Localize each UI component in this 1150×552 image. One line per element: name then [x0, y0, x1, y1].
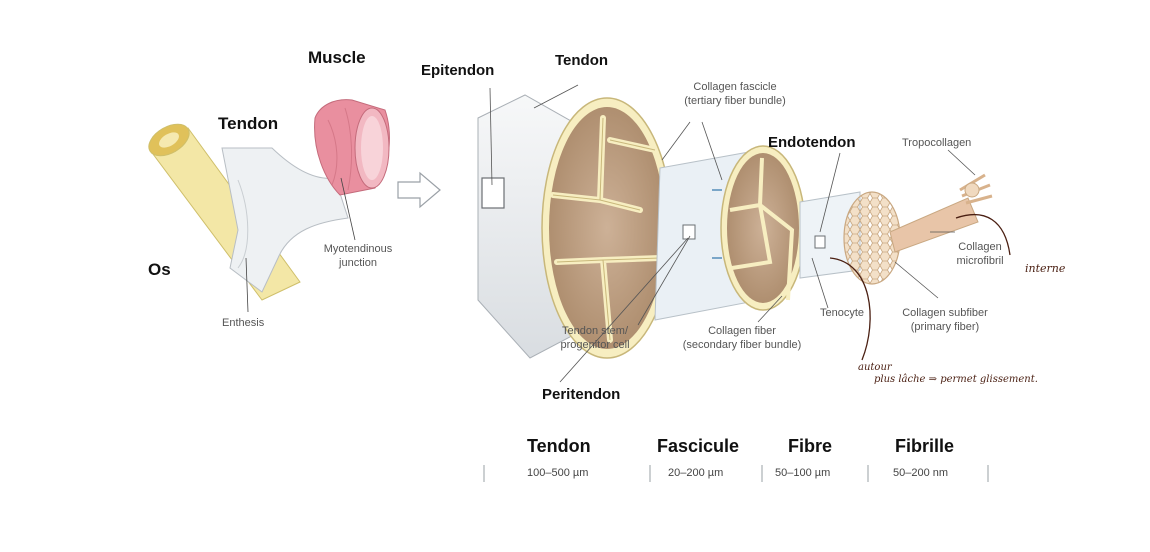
stem-cell-patch [682, 224, 696, 240]
epitendon-label: Epitendon [421, 62, 495, 79]
handwritten-arrow-autour [829, 257, 871, 361]
endotendon-label: Endotendon [768, 134, 856, 151]
muscle-illustration [314, 99, 390, 196]
subfiber-label: Collagen subfiber (primary fiber) [902, 307, 988, 333]
muscle-label: Muscle [308, 48, 366, 67]
tendon-left-label: Tendon [218, 114, 279, 133]
tendon-illustration [221, 147, 349, 293]
scale-size-tendon: 100–500 µm [527, 467, 589, 479]
enthesis-label: Enthesis [222, 317, 265, 329]
fibril-illustration [889, 173, 993, 253]
tropocollagen-label: Tropocollagen [902, 137, 972, 149]
scale-size-fascicule: 20–200 µm [668, 467, 724, 479]
scale-header-fibre: Fibre [788, 436, 833, 456]
handwritten-interne: interne [1025, 262, 1066, 275]
fascicle-label: Collagen fascicle (tertiary fiber bundle… [684, 81, 786, 107]
peritendon-label: Peritendon [542, 386, 621, 403]
collagen-fiber-label: Collagen fiber (secondary fiber bundle) [682, 325, 802, 351]
scale-header-fascicule: Fascicule [657, 436, 740, 456]
handwritten-autour: autour [858, 362, 892, 373]
handwritten-arrow-interne [955, 213, 1011, 256]
microfibril-label: Collagen microfibril [956, 241, 1004, 267]
fascicle-section [720, 145, 806, 311]
scale-size-fibre: 50–100 µm [775, 467, 831, 479]
scale-header-tendon: Tendon [527, 436, 591, 456]
scale-size-fibrille: 50–200 nm [893, 467, 949, 479]
myotendinous-label: Myotendinous junction [323, 243, 393, 269]
stem-cell-label: Tendon stem/ progenitor cell [560, 325, 630, 351]
tendon-cylinder [477, 94, 673, 359]
scale-ticks [483, 465, 989, 482]
tendon-top-label: Tendon [555, 52, 609, 69]
epitendon-patch [481, 177, 505, 209]
arrow-icon [397, 171, 441, 209]
os-label: Os [148, 260, 171, 279]
scale-header-fibrille: Fibrille [895, 436, 955, 456]
tenocyte-label: Tenocyte [820, 307, 865, 319]
handwritten-note: plus lâche ⇒ permet glissement. [874, 374, 1038, 385]
leader-lines [489, 84, 976, 383]
